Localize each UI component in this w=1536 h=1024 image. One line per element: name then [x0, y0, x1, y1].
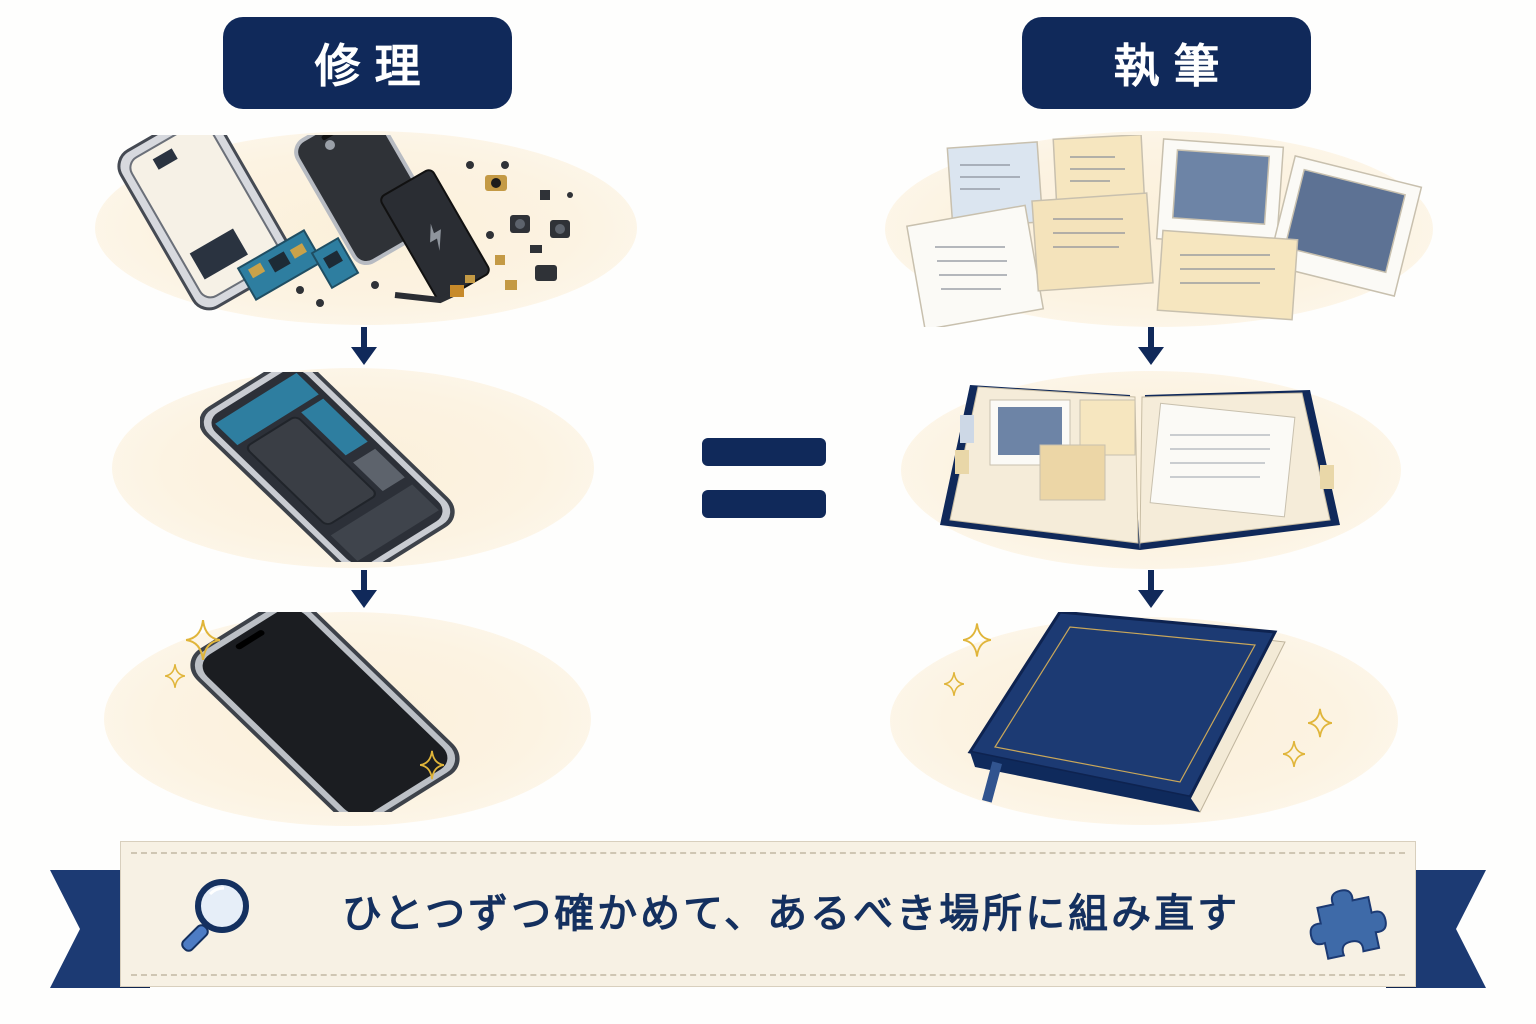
sparkle-icon	[944, 672, 964, 696]
equals-bar-bottom	[702, 490, 826, 518]
down-arrow-icon	[1138, 327, 1164, 365]
phone-assembly-illustration	[200, 372, 455, 562]
banner-text: ひとつずつ確かめて、あるべき場所に組み直す	[341, 891, 1241, 937]
down-arrow-icon	[351, 327, 377, 365]
writing-title: 執筆	[1022, 17, 1311, 109]
phone-parts-illustration	[117, 135, 573, 311]
down-arrow-icon	[351, 570, 377, 608]
equals-bar-top	[702, 438, 826, 466]
sparkle-icon	[186, 620, 220, 660]
phone-complete-illustration	[190, 612, 460, 812]
sparkle-icon	[165, 664, 185, 688]
down-arrow-icon	[1138, 570, 1164, 608]
message-banner: ひとつずつ確かめて、あるべき場所に組み直す	[120, 841, 1416, 987]
closed-book-illustration	[967, 612, 1286, 813]
repair-title: 修理	[223, 17, 512, 109]
sparkle-icon	[963, 623, 991, 657]
open-book-illustration	[940, 385, 1340, 550]
puzzle-piece-icon	[1309, 889, 1387, 960]
banner-stitch-top	[131, 852, 1405, 854]
magnifier-icon	[181, 879, 249, 952]
notes-photos-illustration	[906, 135, 1423, 327]
sparkle-icon	[1283, 740, 1305, 768]
banner-stitch-bottom	[131, 974, 1405, 976]
sparkle-icon	[1308, 708, 1332, 738]
sparkle-icon	[420, 750, 444, 780]
